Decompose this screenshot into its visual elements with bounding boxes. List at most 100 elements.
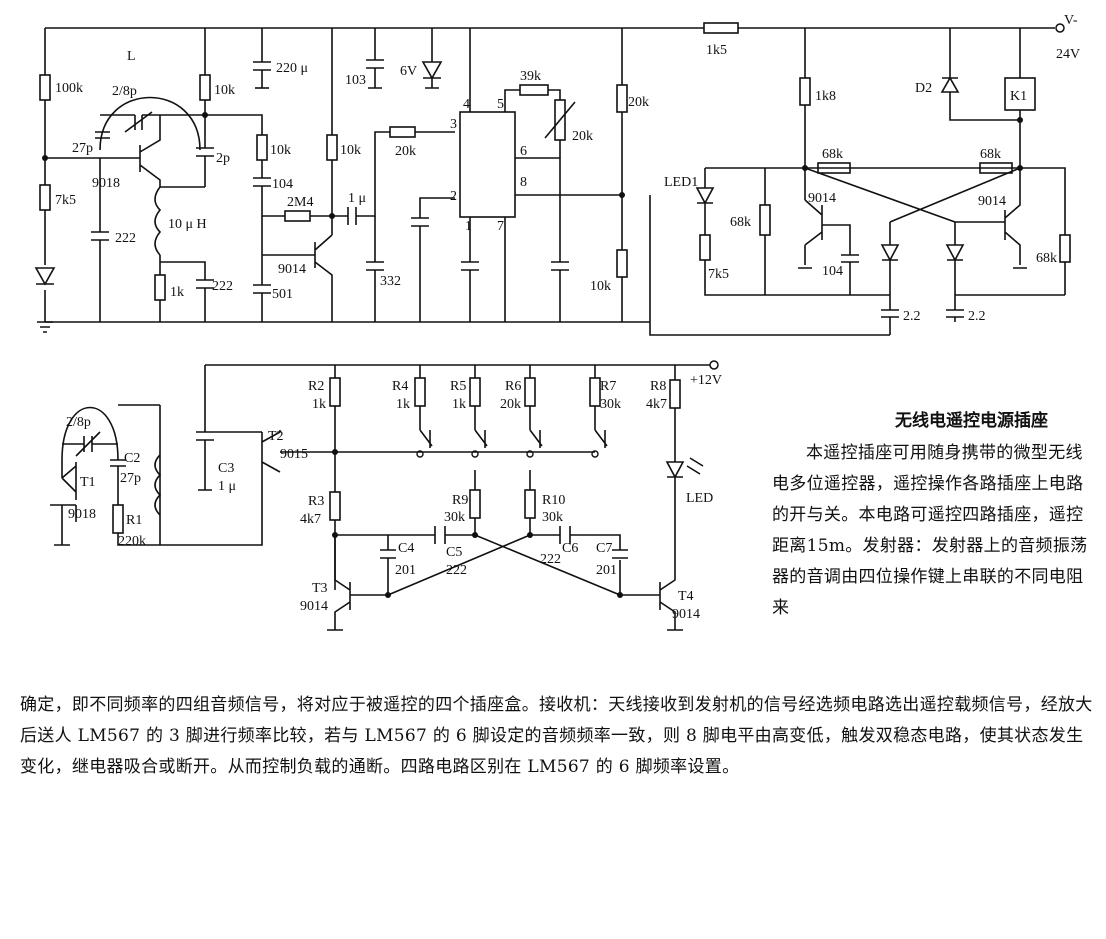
label-222-a: 222: [115, 231, 136, 246]
inductor-L: [99, 96, 201, 151]
label-D2: D2: [915, 81, 932, 96]
capacitor-222-b: [196, 279, 214, 289]
supply-voltage: 24V: [1056, 47, 1080, 62]
tx-resistor-R1: [112, 504, 124, 534]
label-vr20k: 20k: [572, 129, 593, 144]
label-2M4: 2M4: [287, 195, 313, 210]
tx-resistor-R4: [414, 377, 426, 407]
tx-label-trimmer: 2/8p: [66, 415, 91, 430]
label-104: 104: [272, 177, 293, 192]
capacitor-222-a: [91, 231, 109, 241]
capacitor-104: [253, 177, 271, 187]
diode-bias: [34, 267, 56, 286]
resistor-1k8: [799, 77, 811, 106]
tx-capacitor-C7: [612, 549, 628, 559]
tx-resistor-R3: [329, 491, 341, 521]
label-2.2-a: 2.2: [903, 309, 921, 324]
tx-resistor-R7: [589, 377, 601, 407]
resistor-2M4: [284, 210, 311, 222]
tx-label-R7-value: 30k: [600, 397, 621, 412]
label-9014-amp: 9014: [278, 262, 306, 277]
capacitor-2.2-b: [946, 294, 1065, 322]
tx-transistor-T2: [160, 430, 335, 546]
resistor-7k5-led: [699, 234, 711, 261]
tx-resistor-R2: [329, 377, 341, 407]
label-10uH: 10 μ H: [168, 217, 207, 232]
tx-inductor: [154, 454, 162, 516]
label-9014-right: 9014: [978, 194, 1006, 209]
resistor-1k5: [703, 22, 739, 34]
pin-1: 1: [465, 219, 472, 234]
tx-tank-coil: [61, 406, 119, 461]
resistor-68k-left: [759, 204, 771, 236]
tx-push-buttons[interactable]: [419, 429, 608, 448]
tx-label-R10-value: 30k: [542, 510, 563, 525]
tx-resistor-R8: [669, 379, 681, 409]
pin-5: 5: [497, 97, 504, 112]
resistor-10k-div: [616, 249, 628, 278]
tx-label-R5-value: 1k: [452, 397, 466, 412]
tx-label-T2: T2: [268, 429, 284, 444]
tx-label-C5-value: 222: [446, 563, 467, 578]
tx-transistor-T1: [50, 460, 119, 522]
label-220u: 220 μ: [276, 61, 308, 76]
transistor-9018: [100, 115, 161, 187]
tx-label-LED: LED: [686, 491, 713, 506]
tx-resistor-R6: [524, 377, 536, 407]
label-10k-c: 10k: [340, 143, 361, 158]
capacitor-104-b: [841, 254, 859, 295]
label-9014-left: 9014: [808, 191, 836, 206]
tx-led: [665, 365, 685, 535]
label-2p: 2p: [216, 151, 230, 166]
resistor-10k-b: [256, 134, 268, 161]
tx-label-R4: R4: [392, 379, 408, 394]
receiver-circuit: V- 24V 100k 7k5 L 2/8p 27p 222 9018 10 μ…: [34, 13, 1080, 336]
tx-label-R3-value: 4k7: [300, 512, 321, 527]
tx-capacitor-C5: [434, 526, 446, 544]
label-1k: 1k: [170, 285, 184, 300]
label-1k5: 1k5: [706, 43, 727, 58]
tx-supply-terminal: [709, 360, 719, 370]
tx-label-R1: R1: [126, 513, 142, 528]
resistor-10k-a: [199, 74, 211, 101]
tx-label-T1-value: 9018: [68, 507, 96, 522]
label-6V: 6V: [400, 64, 417, 79]
label-10k-div: 10k: [590, 279, 611, 294]
label-103: 103: [345, 73, 366, 88]
tx-resistor-R10: [524, 489, 536, 519]
tx-label-R8-value: 4k7: [646, 397, 667, 412]
label-9018: 9018: [92, 176, 120, 191]
label-68k-left: 68k: [730, 215, 751, 230]
resistor-68k-top2: [979, 162, 1013, 174]
label-LED1: LED1: [664, 175, 698, 190]
resistor-10k-c: [326, 134, 338, 161]
resistor-68k-right: [1059, 234, 1071, 263]
tx-transistor-T4: [620, 535, 683, 631]
tx-capacitor-C4: [380, 535, 396, 595]
supply-label: V-: [1064, 13, 1078, 28]
inductor-10uH: [154, 186, 162, 256]
label-2.2-b: 2.2: [968, 309, 986, 324]
tx-label-R9: R9: [452, 493, 468, 508]
tx-label-C3-value: 1 μ: [218, 479, 236, 494]
led1: [695, 167, 1020, 296]
label-K1: K1: [1010, 89, 1027, 104]
tx-label-R3: R3: [308, 494, 324, 509]
tx-label-C4: C4: [398, 541, 414, 556]
ic-lm567: [459, 111, 516, 218]
tx-label-T4-value: 9014: [672, 607, 700, 622]
ground-symbol: [37, 321, 53, 333]
label-501: 501: [272, 287, 293, 302]
label-trimmer: 2/8p: [112, 84, 137, 99]
pin-3: 3: [450, 117, 457, 132]
transistor-9014-left: [798, 199, 851, 269]
resistor-68k-top1: [817, 162, 851, 174]
resistor-7k5: [39, 184, 51, 211]
tx-label-R6: R6: [505, 379, 521, 394]
tx-label-R7: R7: [600, 379, 616, 394]
tx-label-R9-value: 30k: [444, 510, 465, 525]
label-27p: 27p: [72, 141, 93, 156]
tx-label-C5: C5: [446, 545, 462, 560]
tx-label-T4: T4: [678, 589, 694, 604]
